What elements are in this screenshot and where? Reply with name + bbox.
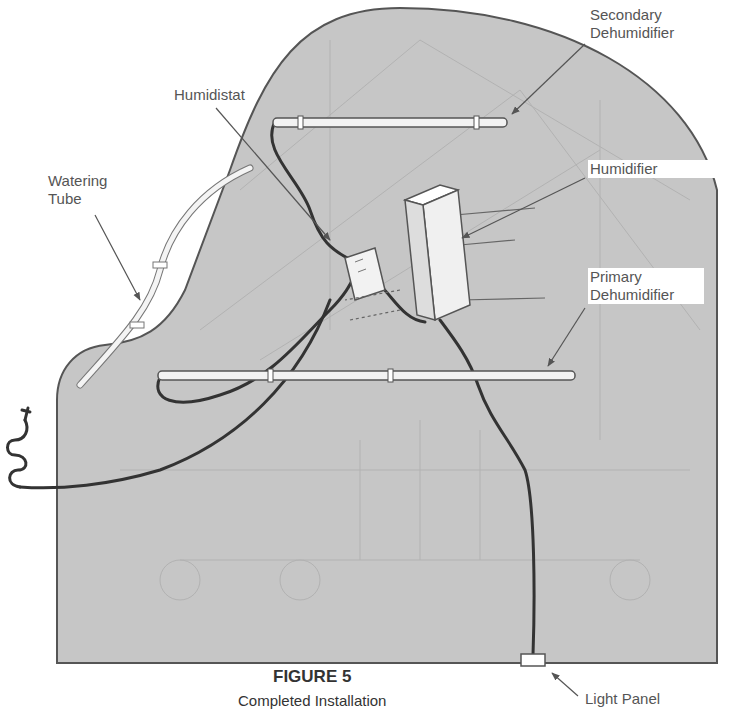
part-label: Watering Tube	[46, 172, 128, 208]
part-label: Secondary Dehumidifier	[588, 6, 704, 42]
figure-caption: Completed Installation	[236, 692, 388, 710]
part-label: Primary Dehumidifier	[588, 268, 704, 304]
piano-frame	[120, 40, 700, 600]
humidifier	[345, 185, 545, 320]
primary-dehumidifier	[158, 369, 575, 382]
part-label: Humidistat	[172, 86, 247, 104]
secondary-dehumidifier	[273, 116, 507, 129]
piano-body	[57, 8, 717, 663]
light-panel	[521, 654, 545, 666]
humidistat	[345, 248, 385, 300]
leader-lines	[95, 44, 585, 696]
figure-number: FIGURE 5	[271, 668, 353, 686]
part-label: Light Panel	[583, 690, 662, 708]
power-cord	[8, 122, 535, 655]
part-label: Humidifier	[588, 160, 722, 178]
